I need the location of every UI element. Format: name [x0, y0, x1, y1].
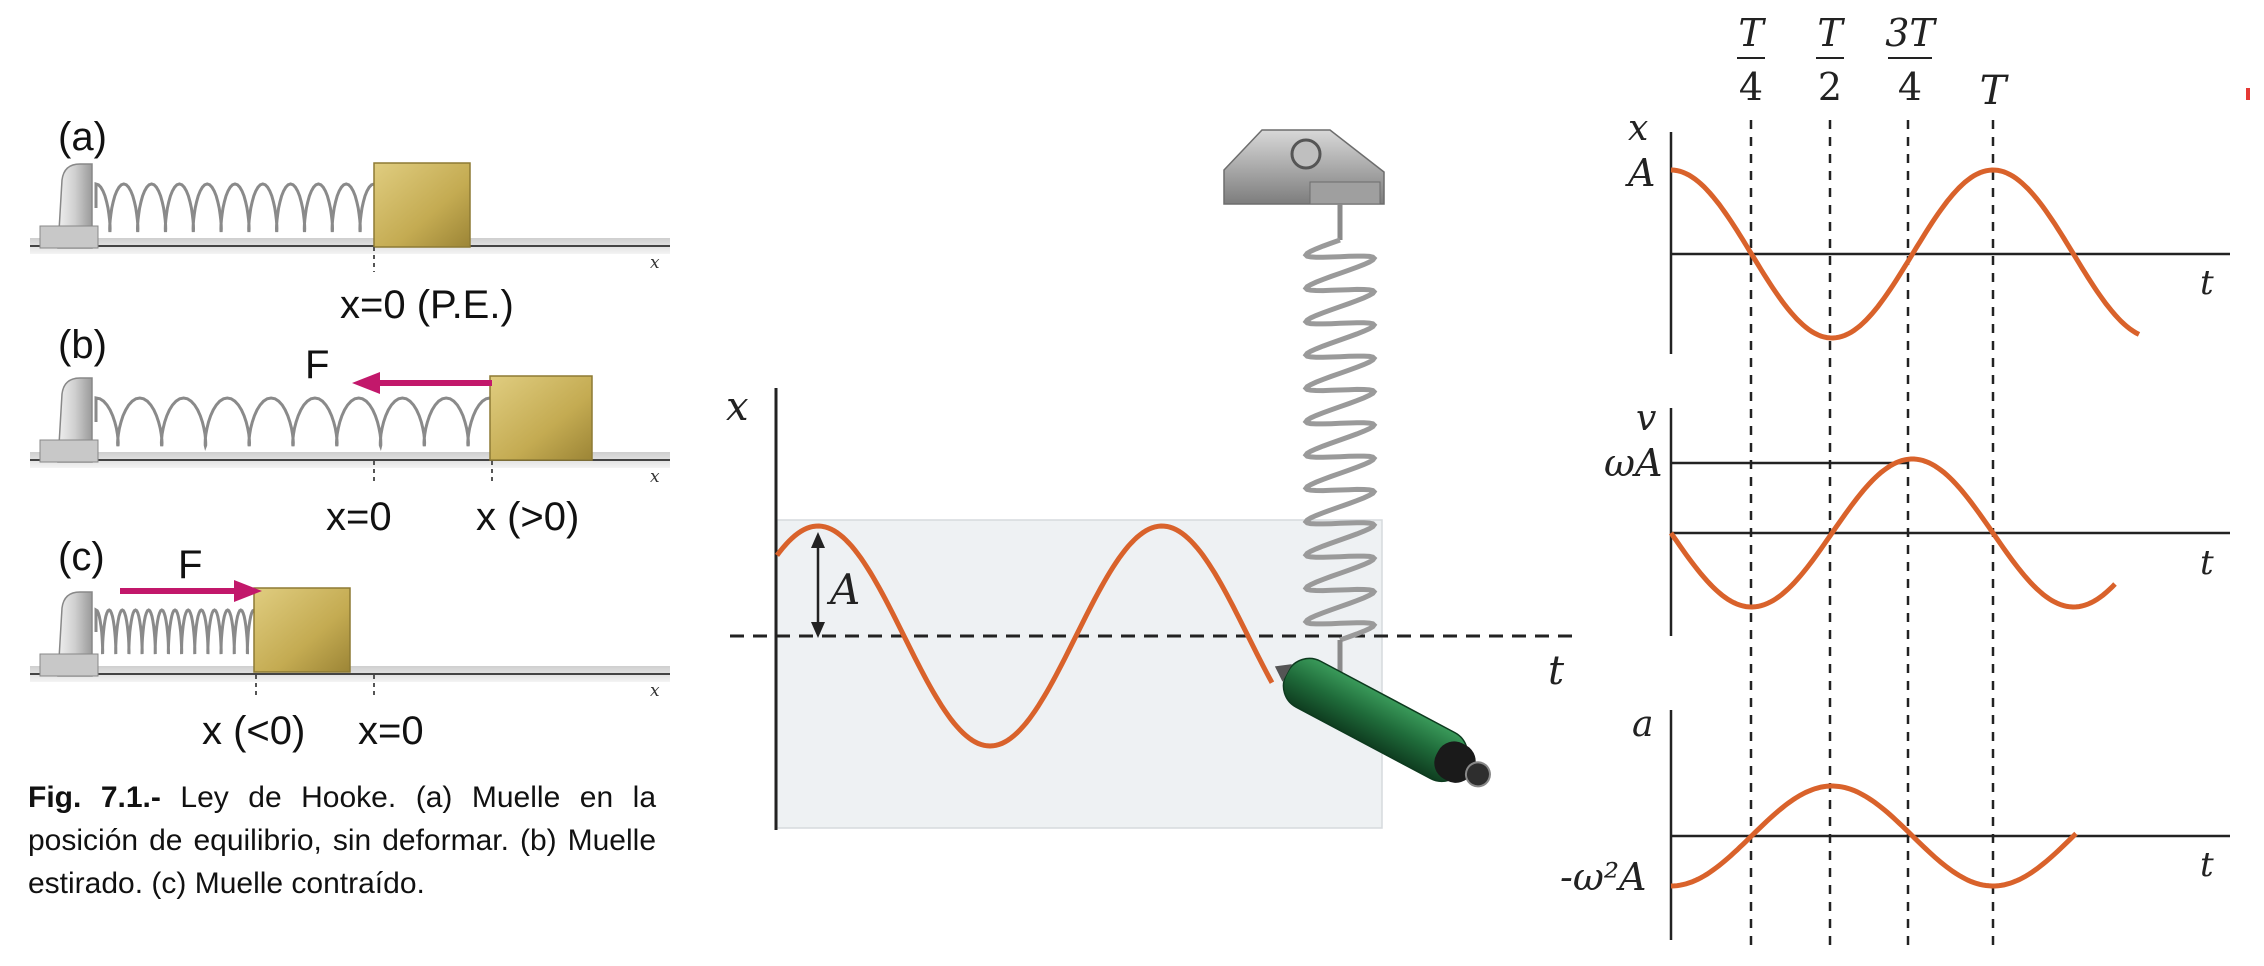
spring: [94, 181, 375, 233]
caption-text: Ley de Hooke. (a) Muelle en la posición …: [28, 781, 656, 900]
hooke-panel-a: (a) x x=0 (P.E.): [30, 115, 670, 327]
tick-den: 4: [1898, 65, 1922, 109]
figure-caption: Fig. 7.1.- Ley de Hooke. (a) Muelle en l…: [28, 776, 656, 905]
panel-b-force-label: F: [305, 343, 329, 387]
position-ylabel: x: [1628, 108, 1648, 149]
panel-c-axis: x: [650, 681, 660, 701]
wall-base: [39, 439, 99, 463]
graph-velocity: v ωA t: [1604, 398, 2230, 636]
tick-num: 3T: [1885, 11, 1937, 55]
hooke-panel-b: (b) F x x=0 x (>0): [30, 323, 670, 539]
tick-period: T: [1980, 68, 2010, 114]
panel-a-tag: (a): [58, 115, 107, 159]
tick-num: T: [1738, 11, 1766, 55]
tick-three-quarter-period: 3T 4: [1885, 11, 1937, 109]
pen: [1274, 657, 1491, 788]
velocity-level-label: ωA: [1604, 441, 1662, 485]
panel-b-tag: (b): [58, 323, 107, 367]
amplitude-label: A: [826, 565, 860, 614]
shm-graphs: T 4 T 2 3T 4 T x A t v: [1560, 11, 2250, 946]
wall-base: [39, 225, 99, 249]
panel-b-equilibrium-label: x=0: [326, 495, 392, 539]
panel-c-tag: (c): [58, 535, 105, 579]
pen-button: [1464, 761, 1491, 788]
oscillator-x-label: x: [726, 384, 749, 430]
spring: [94, 607, 255, 655]
tick-den: 2: [1818, 65, 1842, 109]
position-level-label: A: [1625, 151, 1655, 195]
velocity-tlabel: t: [2200, 543, 2214, 583]
oscillator-illustration: x t A: [726, 129, 1580, 830]
oscillator-t-label: t: [1548, 648, 1565, 694]
pen-tip: [1274, 664, 1292, 682]
panel-c-equilibrium-label: x=0: [358, 709, 424, 753]
mount-hole: [1290, 138, 1322, 170]
acceleration-curve: [1670, 783, 2078, 889]
amplitude-arrow-head-top: [811, 532, 825, 548]
spring: [94, 396, 491, 452]
vertical-spring: [1302, 237, 1378, 643]
tick-den: 4: [1739, 65, 1763, 109]
graph-acceleration: a -ω²A t: [1560, 704, 2230, 940]
block: [253, 587, 351, 673]
caption-figure-number: Fig. 7.1.-: [28, 781, 161, 814]
hooke-panel-c: (c) F x x (<0) x=0: [30, 535, 670, 753]
panel-b-axis: x: [650, 467, 660, 487]
edge-mark: [2246, 88, 2250, 100]
position-tlabel: t: [2200, 263, 2214, 303]
position-curve: [1670, 167, 2141, 341]
mount-block: [1309, 181, 1381, 205]
acceleration-ylabel: a: [1632, 704, 1653, 745]
acceleration-level-label: -ω²A: [1560, 855, 1647, 899]
force-arrow-head: [352, 372, 380, 394]
graph-position: x A t: [1625, 108, 2230, 354]
tick-quarter-period: T 4: [1737, 11, 1766, 109]
panel-c-displacement-label: x (<0): [202, 709, 305, 753]
panel-c-force-label: F: [178, 543, 202, 587]
panel-b-displacement-label: x (>0): [476, 495, 579, 539]
panel-a-axis: x: [650, 253, 660, 273]
acceleration-tlabel: t: [2200, 845, 2214, 885]
wall-base: [39, 653, 99, 677]
velocity-curve: [1668, 456, 2117, 610]
force-arrow-head: [234, 580, 262, 602]
tick-num: T: [1817, 11, 1845, 55]
oscillation-trace: [775, 523, 1275, 749]
block: [373, 162, 471, 248]
velocity-ylabel: v: [1636, 398, 1656, 439]
tick-half-period: T 2: [1816, 11, 1845, 109]
panel-a-position-label: x=0 (P.E.): [340, 283, 514, 327]
amplitude-arrow-head-bottom: [811, 622, 825, 638]
block: [489, 375, 593, 461]
